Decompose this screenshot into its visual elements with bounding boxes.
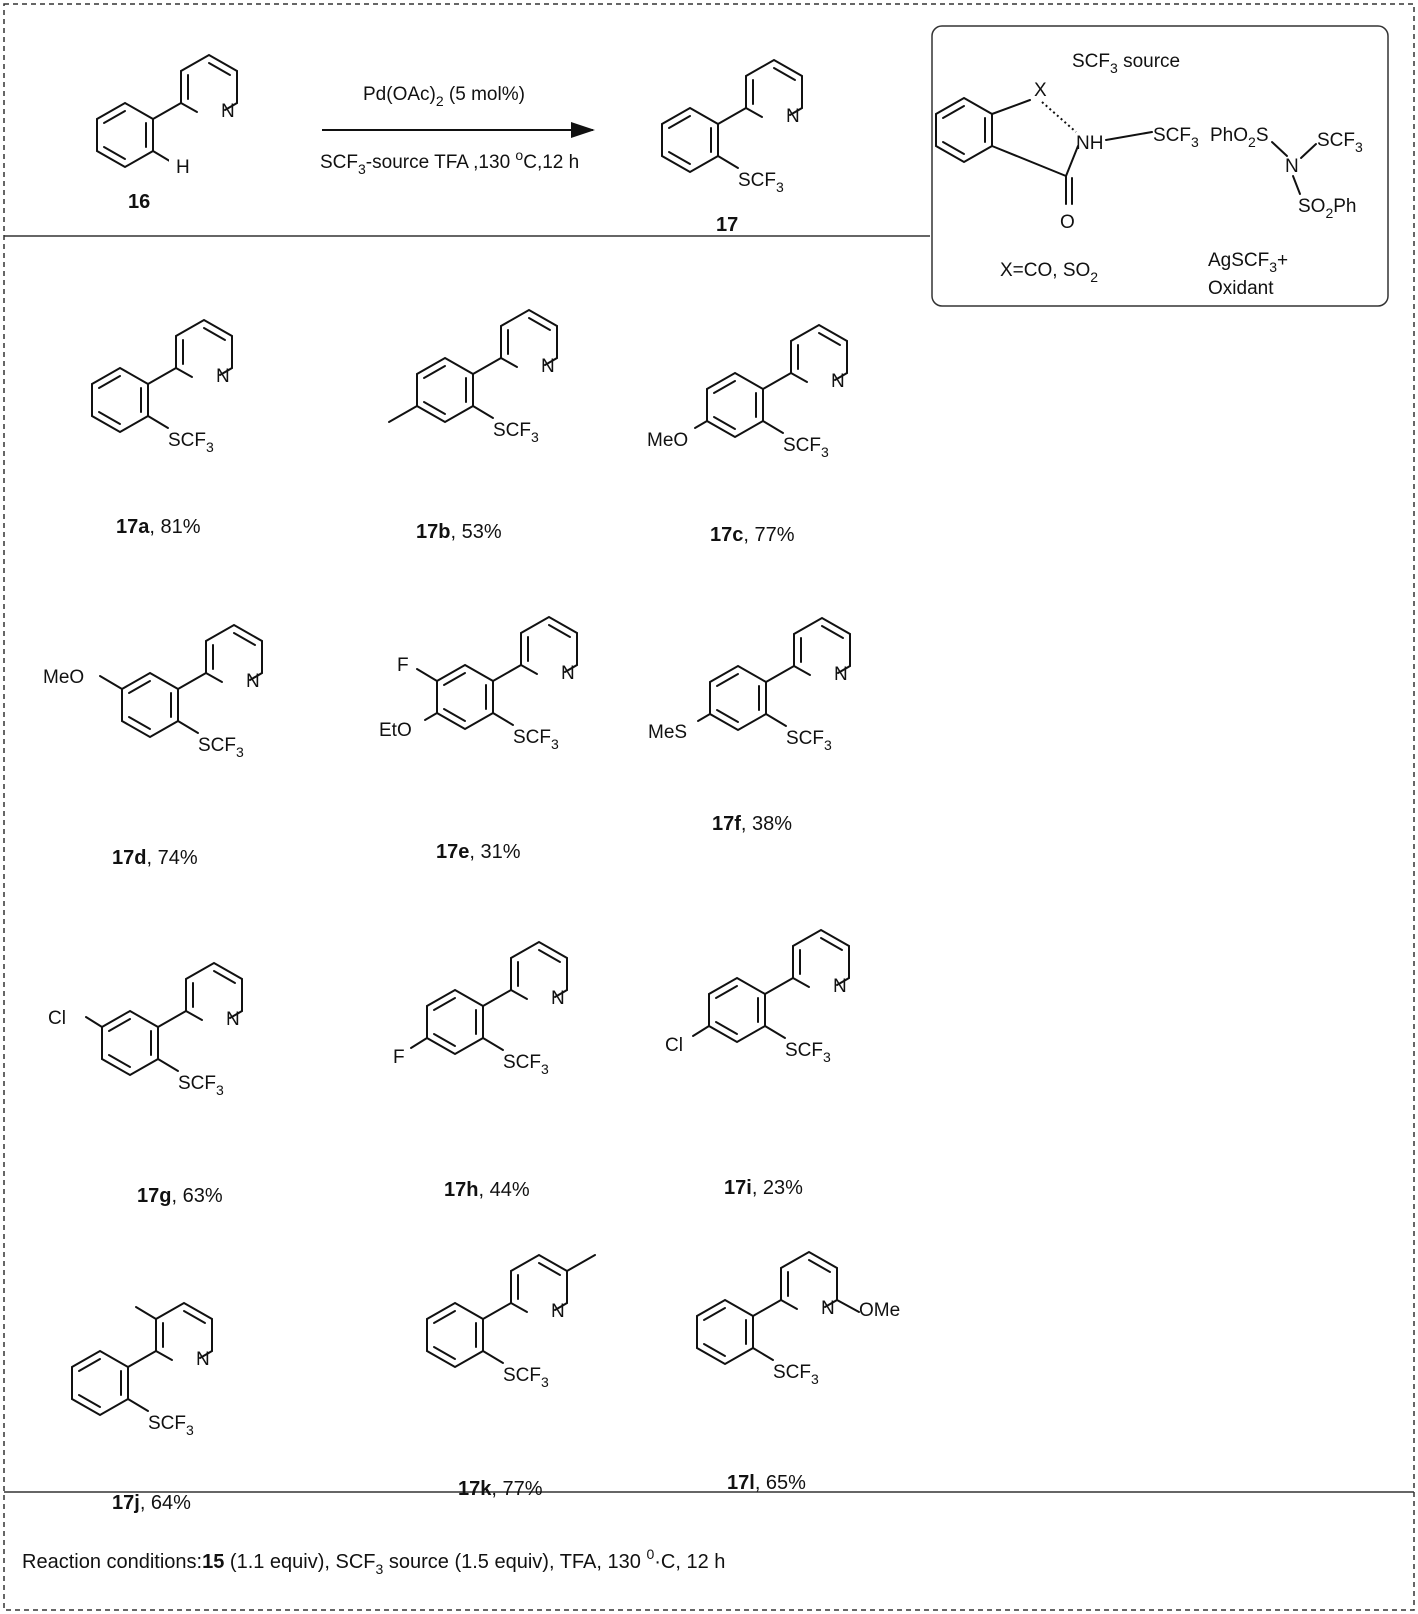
scf3-group: SCF3 bbox=[503, 1052, 549, 1077]
so2ph-group: SO2Ph bbox=[1298, 196, 1357, 221]
product-17: N SCF3 bbox=[661, 59, 803, 195]
eto-group: EtO bbox=[379, 720, 412, 741]
f-atom: F bbox=[393, 1047, 405, 1068]
caption-17f: 17f, 38% bbox=[712, 813, 792, 835]
catalyst-label: Pd(OAc)2 (5 mol%) bbox=[363, 84, 525, 109]
n-atom: N bbox=[561, 663, 575, 684]
scf3-group: SCF3 bbox=[785, 1040, 831, 1065]
source-title: SCF3 source bbox=[1072, 51, 1180, 76]
x-definition: X=CO, SO2 bbox=[1000, 260, 1098, 285]
outer-frame bbox=[3, 3, 1415, 1611]
nh-atom: NH bbox=[1076, 133, 1103, 154]
n-atom: N bbox=[541, 356, 555, 377]
scf3-group: SCF3 bbox=[783, 435, 829, 460]
substrate-16: H N bbox=[96, 54, 238, 178]
cl-atom: Cl bbox=[48, 1008, 66, 1029]
scf3-group: SCF3 bbox=[786, 728, 832, 753]
h-atom: H bbox=[176, 157, 190, 178]
substrate-label: 16 bbox=[128, 191, 150, 213]
scf3-group: SCF3 bbox=[148, 1413, 194, 1438]
scf3-group: SCF3 bbox=[1317, 130, 1363, 155]
n-atom: N bbox=[834, 664, 848, 685]
n-atom: N bbox=[196, 1349, 210, 1370]
caption-17h: 17h, 44% bbox=[444, 1179, 530, 1201]
caption-17g: 17g, 63% bbox=[137, 1185, 223, 1207]
pho2s-group: PhO2S bbox=[1210, 125, 1269, 150]
scf3-group: SCF3 bbox=[773, 1362, 819, 1387]
x-atom: X bbox=[1034, 80, 1047, 101]
meo-group: MeO bbox=[647, 430, 688, 451]
n-atom: N bbox=[833, 976, 847, 997]
scf3-group: SCF3 bbox=[738, 170, 784, 195]
product-label: 17 bbox=[716, 214, 738, 236]
caption-17i: 17i, 23% bbox=[724, 1177, 803, 1199]
n-atom: N bbox=[821, 1298, 835, 1319]
oxidant-label: Oxidant bbox=[1208, 278, 1274, 299]
caption-17l: 17l, 65% bbox=[727, 1472, 806, 1494]
structure-17h: F N SCF3 bbox=[393, 941, 568, 1077]
n-atom: N bbox=[1285, 156, 1299, 177]
scf3-group: SCF3 bbox=[178, 1073, 224, 1098]
structure-17f: MeS N SCF3 bbox=[648, 617, 851, 753]
caption-17d: 17d, 74% bbox=[112, 847, 198, 869]
caption-17j: 17j, 64% bbox=[112, 1492, 191, 1514]
scf3-source-box: SCF3 source X NH O SCF3 PhO2S N SCF3 bbox=[931, 25, 1389, 307]
structure-17c: MeO N SCF3 bbox=[647, 324, 848, 460]
n-atom: N bbox=[226, 1009, 240, 1030]
structure-17j: N SCF3 bbox=[71, 1302, 213, 1438]
sulfonimide-reagent: PhO2S N SCF3 SO2Ph bbox=[1210, 125, 1363, 221]
structure-17i: Cl N SCF3 bbox=[665, 929, 850, 1065]
cl-atom: Cl bbox=[665, 1035, 683, 1056]
scf3-group: SCF3 bbox=[493, 420, 539, 445]
imide-reagent: X NH O SCF3 bbox=[935, 80, 1199, 233]
n-atom: N bbox=[551, 1301, 565, 1322]
scf3-group: SCF3 bbox=[168, 430, 214, 455]
n-atom: N bbox=[831, 371, 845, 392]
n-atom: N bbox=[221, 101, 235, 122]
structure-17b: N SCF3 bbox=[388, 309, 558, 445]
n-atom: N bbox=[216, 366, 230, 387]
n-atom: N bbox=[246, 671, 260, 692]
caption-17c: 17c, 77% bbox=[710, 524, 795, 546]
o-atom: O bbox=[1060, 212, 1075, 233]
caption-17e: 17e, 31% bbox=[436, 841, 521, 863]
scf3-group: SCF3 bbox=[1153, 125, 1199, 150]
n-atom: N bbox=[786, 106, 800, 127]
meo-group: MeO bbox=[43, 667, 84, 688]
n-atom: N bbox=[551, 988, 565, 1009]
caption-17b: 17b, 53% bbox=[416, 521, 502, 543]
caption-17a: 17a, 81% bbox=[116, 516, 201, 538]
scf3-group: SCF3 bbox=[513, 727, 559, 752]
conditions-label: SCF3-source TFA ,130 oC,12 h bbox=[320, 147, 579, 177]
reaction-conditions-footnote: Reaction conditions:15 (1.1 equiv), SCF3… bbox=[22, 1546, 725, 1577]
structure-17d: MeO N SCF3 bbox=[43, 624, 263, 760]
structure-17a: N SCF3 bbox=[91, 319, 233, 455]
structure-17l: OMe N SCF3 bbox=[696, 1251, 900, 1387]
agscf3-label: AgSCF3+ bbox=[1208, 250, 1288, 275]
ome-group: OMe bbox=[859, 1300, 900, 1321]
structure-17e: F EtO N SCF3 bbox=[379, 616, 578, 752]
mes-group: MeS bbox=[648, 722, 687, 743]
scf3-group: SCF3 bbox=[198, 735, 244, 760]
structure-17k: N SCF3 bbox=[426, 1254, 596, 1390]
caption-17k: 17k, 77% bbox=[458, 1478, 543, 1500]
f-atom: F bbox=[397, 655, 409, 676]
structure-17g: Cl N SCF3 bbox=[48, 962, 243, 1098]
scf3-group: SCF3 bbox=[503, 1365, 549, 1390]
